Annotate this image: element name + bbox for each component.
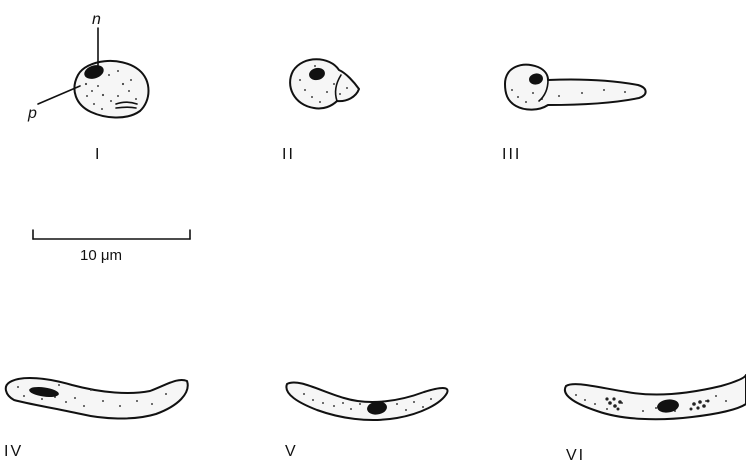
scale-bar-label: 10 μm xyxy=(80,247,122,264)
stage-6-cell xyxy=(565,375,746,419)
stage-2-cell xyxy=(290,59,359,108)
stage-1-label: I xyxy=(95,146,101,163)
stage-2-label: II xyxy=(282,146,295,163)
stage-4-cell xyxy=(6,378,188,419)
stage-3-cell xyxy=(505,65,646,110)
cytoplasm-callout-line xyxy=(38,86,80,104)
stage-3-label: III xyxy=(502,146,521,163)
stage-1-membrane-fold-lower xyxy=(116,107,136,108)
stage-5-label: V xyxy=(285,443,298,460)
stage-5-cell xyxy=(286,382,447,420)
nucleus-label: n xyxy=(92,11,101,28)
stage-6-label: VI xyxy=(566,447,585,464)
cytoplasm-label: p xyxy=(27,105,37,122)
stage-1-cell xyxy=(74,61,148,118)
stage-4-label: IV xyxy=(4,443,23,460)
scale-bar: 10 μm xyxy=(33,230,190,264)
